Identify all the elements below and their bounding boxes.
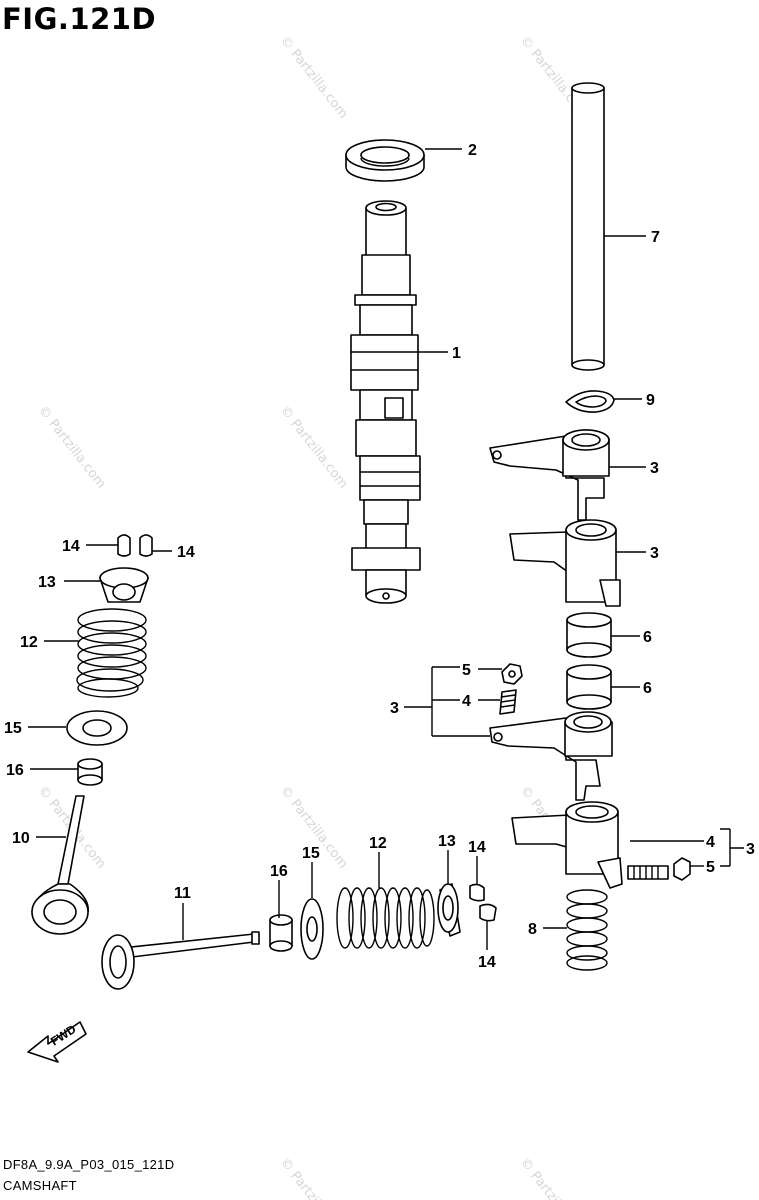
part-rocker-arm bbox=[489, 429, 610, 521]
callout-4: 4 bbox=[462, 693, 471, 710]
part-gasket bbox=[565, 390, 615, 413]
callout-5: 5 bbox=[706, 859, 715, 876]
part-adjusting-screw bbox=[499, 689, 517, 715]
part-nut bbox=[501, 663, 523, 685]
part-rocker-spring bbox=[566, 889, 608, 971]
watermark: © Partzilla.com bbox=[277, 33, 351, 121]
part-spring-retainer bbox=[99, 567, 149, 603]
callout-3: 3 bbox=[390, 700, 399, 717]
callout-12: 12 bbox=[369, 835, 387, 852]
part-spring-seat bbox=[66, 710, 128, 746]
leader-lines bbox=[28, 148, 744, 950]
callout-6: 6 bbox=[643, 629, 652, 646]
figure-name: CAMSHAFT bbox=[3, 1178, 77, 1193]
callout-13: 13 bbox=[38, 574, 56, 591]
callout-6: 6 bbox=[643, 680, 652, 697]
part-valve-stem-seal bbox=[269, 914, 293, 952]
callouts: 2 7 1 9 3 3 6 6 5 4 3 4 5 3 8 14 14 13 1… bbox=[4, 142, 755, 971]
watermark: © Partzilla.com bbox=[277, 1155, 351, 1200]
part-bushing bbox=[566, 664, 612, 710]
part-valve-spring bbox=[336, 887, 435, 949]
part-spring-seat bbox=[300, 898, 324, 960]
watermarks: © Partzilla.com © Partzilla.com © Partzi… bbox=[35, 33, 591, 1200]
callout-8: 8 bbox=[528, 921, 537, 938]
watermark: © Partzilla.com bbox=[517, 1155, 591, 1200]
callout-14: 14 bbox=[62, 538, 80, 555]
callout-11: 11 bbox=[174, 885, 191, 902]
callout-15: 15 bbox=[4, 720, 22, 737]
callout-13: 13 bbox=[438, 833, 456, 850]
callout-3: 3 bbox=[650, 460, 659, 477]
fwd-arrow: FWD bbox=[27, 1021, 87, 1063]
part-valve-cotter bbox=[117, 534, 153, 557]
part-exhaust-valve bbox=[31, 795, 89, 935]
figure-code: DF8A_9.9A_P03_015_121D bbox=[3, 1157, 175, 1172]
part-rocker-arm bbox=[509, 519, 621, 607]
callout-4: 4 bbox=[706, 834, 715, 851]
callout-2: 2 bbox=[468, 142, 477, 159]
part-camshaft bbox=[350, 200, 421, 604]
callout-15: 15 bbox=[302, 845, 320, 862]
watermark: © Partzilla.com bbox=[277, 403, 351, 491]
callout-14: 14 bbox=[177, 544, 195, 561]
part-intake-valve bbox=[101, 931, 260, 990]
callout-9: 9 bbox=[646, 392, 655, 409]
part-rocker-arm bbox=[489, 711, 613, 801]
watermark: © Partzilla.com bbox=[35, 403, 109, 491]
part-valve-stem-seal bbox=[77, 758, 103, 786]
callout-14: 14 bbox=[468, 839, 486, 856]
callout-3: 3 bbox=[650, 545, 659, 562]
callout-3: 3 bbox=[746, 841, 755, 858]
part-spring-retainer bbox=[437, 883, 461, 937]
part-nut bbox=[673, 857, 691, 881]
callout-10: 10 bbox=[12, 830, 30, 847]
part-rocker-shaft bbox=[571, 82, 605, 371]
callout-16: 16 bbox=[6, 762, 24, 779]
part-valve-cotter bbox=[469, 883, 497, 922]
part-adjusting-screw bbox=[627, 865, 669, 880]
part-oil-seal bbox=[345, 139, 425, 182]
figure-title: FIG.121D bbox=[2, 2, 157, 36]
part-valve-spring bbox=[76, 608, 147, 698]
callout-5: 5 bbox=[462, 662, 471, 679]
callout-14: 14 bbox=[478, 954, 496, 971]
callout-1: 1 bbox=[452, 345, 461, 362]
callout-16: 16 bbox=[270, 863, 288, 880]
part-bushing bbox=[566, 612, 612, 658]
part-rocker-arm bbox=[511, 801, 623, 889]
callout-7: 7 bbox=[651, 229, 660, 246]
callout-12: 12 bbox=[20, 634, 38, 651]
